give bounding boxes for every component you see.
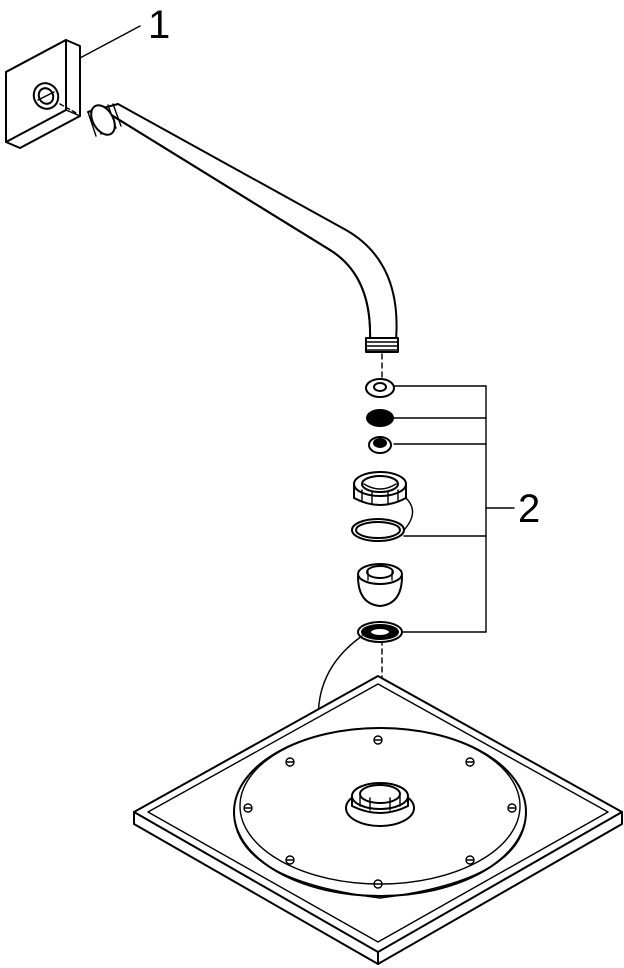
o-ring-assembly-arrow (403, 497, 414, 531)
ball-joint (357, 563, 403, 607)
callout-2-bracket (393, 385, 515, 633)
shower-head (133, 675, 623, 965)
washer-top (365, 378, 395, 398)
callout-1-leader (79, 25, 141, 59)
callout-1-label: 1 (148, 3, 170, 47)
seal-black (366, 409, 394, 427)
wall-flange (5, 39, 81, 149)
shower-arm (87, 103, 399, 353)
union-nut (353, 471, 407, 506)
o-ring-inner (355, 521, 401, 539)
callout-2-label: 2 (518, 487, 540, 531)
flow-reducer (368, 436, 392, 454)
washer-bottom (357, 621, 403, 643)
